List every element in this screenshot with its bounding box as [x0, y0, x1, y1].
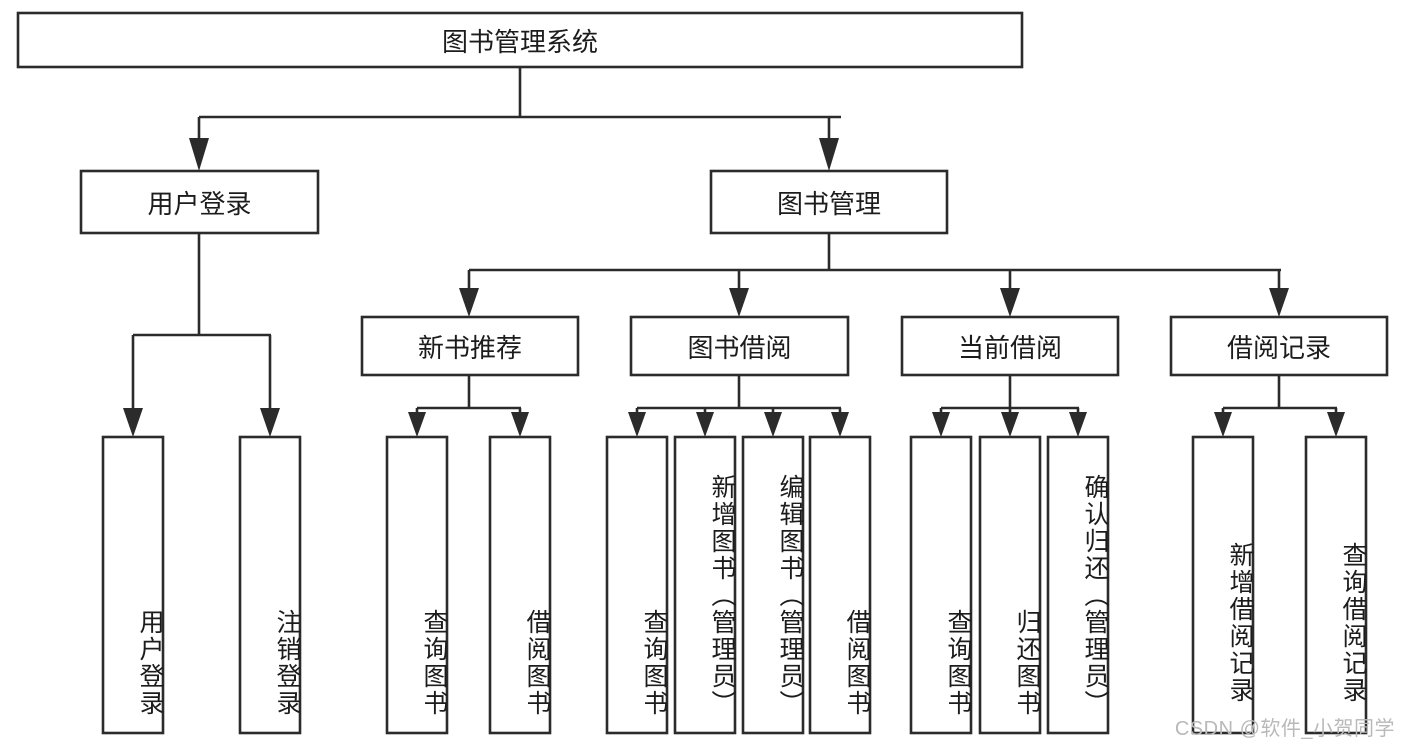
node-root-box[interactable] [16, 11, 1024, 69]
arrow-to-book-borrow [729, 288, 749, 317]
connector-root-to-level2 [197, 67, 841, 138]
node-current-borrow-box[interactable] [900, 315, 1120, 377]
leaf-add-borrow-record-box[interactable] [1191, 435, 1255, 735]
arrow-to-leaf-query-book-1 [408, 412, 426, 437]
connector-currentborrow-to-leaves [939, 375, 1080, 418]
connector-userlogin-to-leaves [131, 233, 272, 408]
leaf-confirm-return-admin-box[interactable] [1046, 435, 1110, 735]
arrow-to-leaf-borrow-book-1 [511, 412, 529, 437]
node-borrow-record-box[interactable] [1169, 315, 1389, 377]
arrow-to-borrow-record [1269, 288, 1289, 317]
arrow-to-leaf-query-book-2 [628, 412, 646, 437]
connector-bookborrow-to-leaves [635, 375, 842, 418]
leaf-borrow-book-2-box[interactable] [808, 435, 872, 735]
arrow-to-leaf-edit-book [764, 412, 782, 437]
leaf-borrow-book-1-box[interactable] [488, 435, 552, 735]
leaf-add-book-admin-box[interactable] [673, 435, 737, 735]
arrow-to-leaf-return-book [1001, 412, 1019, 437]
leaf-query-book-1-box[interactable] [385, 435, 449, 735]
node-user-login-box[interactable] [79, 169, 320, 235]
arrow-to-leaf-logout [260, 408, 280, 437]
arrow-to-book-mgmt [819, 138, 839, 171]
arrow-to-leaf-confirm-return [1069, 412, 1087, 437]
leaf-query-book-3-box[interactable] [909, 435, 973, 735]
arrow-to-current-borrow [1000, 288, 1020, 317]
arrow-to-leaf-query-borrow-record [1327, 412, 1345, 437]
connector-newbookrec-to-leaves [415, 375, 522, 418]
connector-bookmgmt-to-level3 [467, 233, 1281, 288]
node-book-mgmt-box[interactable] [709, 169, 949, 235]
leaf-edit-book-admin-box[interactable] [741, 435, 805, 735]
arrow-to-leaf-user-login [123, 408, 143, 437]
arrow-to-new-book-rec [459, 288, 479, 317]
arrow-to-leaf-query-book-3 [932, 412, 950, 437]
arrow-to-user-login [189, 138, 209, 171]
arrow-to-leaf-add-borrow-record [1214, 412, 1232, 437]
leaf-user-login-box[interactable] [101, 435, 165, 735]
node-book-borrow-box[interactable] [629, 315, 850, 377]
leaf-return-book-box[interactable] [978, 435, 1042, 735]
leaf-query-borrow-record-box[interactable] [1304, 435, 1368, 735]
leaf-logout-box[interactable] [238, 435, 302, 735]
node-new-book-rec-box[interactable] [360, 315, 580, 377]
connector-borrowrecord-to-leaves [1221, 375, 1338, 418]
leaf-query-book-2-box[interactable] [605, 435, 669, 735]
arrow-to-leaf-add-book [696, 412, 714, 437]
arrow-to-leaf-borrow-book-2 [831, 412, 849, 437]
